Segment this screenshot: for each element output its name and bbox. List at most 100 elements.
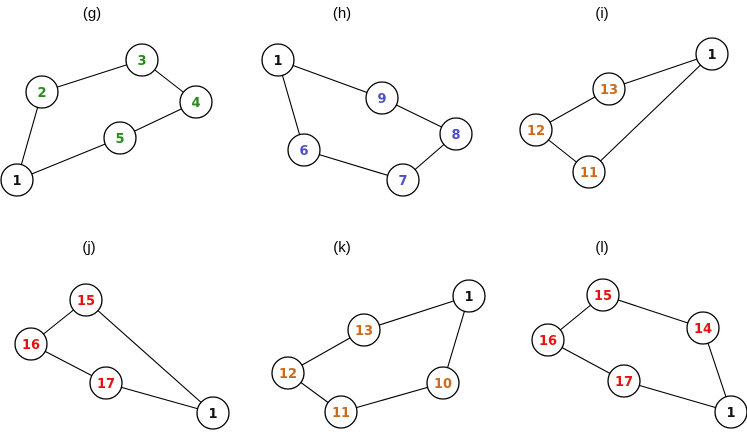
node-label: 17 xyxy=(97,377,115,392)
node-circle xyxy=(69,283,103,317)
graph-node: 8 xyxy=(439,117,473,151)
node-circle xyxy=(439,117,473,151)
node-label: 6 xyxy=(299,144,308,159)
node-circle xyxy=(271,356,305,390)
node-label: 2 xyxy=(37,86,46,101)
graph-node: 17 xyxy=(607,364,641,398)
panel-label: (g) xyxy=(83,5,101,22)
node-label: 1 xyxy=(208,407,217,422)
node-circle xyxy=(686,311,720,345)
graph-edge xyxy=(363,295,470,331)
node-circle xyxy=(586,278,620,312)
graph-node: 6 xyxy=(287,133,321,167)
node-circle xyxy=(452,279,486,313)
node-circle xyxy=(519,113,553,147)
graph-node: 14 xyxy=(686,311,720,345)
node-label: 8 xyxy=(451,128,460,143)
node-label: 5 xyxy=(115,132,124,147)
node-circle xyxy=(261,43,295,77)
node-circle xyxy=(89,366,123,400)
node-label: 15 xyxy=(594,289,612,304)
graph-node: 13 xyxy=(592,72,626,106)
panel-label: (l) xyxy=(595,239,608,256)
node-label: 15 xyxy=(77,294,95,309)
node-label: 13 xyxy=(355,324,373,339)
graph-node: 15 xyxy=(69,283,103,317)
node-label: 10 xyxy=(434,377,452,392)
graph-node: 12 xyxy=(271,356,305,390)
panel-label: (h) xyxy=(333,5,351,22)
node-label: 7 xyxy=(398,174,407,189)
graph-edge xyxy=(277,59,383,99)
node-circle xyxy=(386,163,420,197)
node-circle xyxy=(196,396,230,430)
graph-panel-0: (g) 1 2 3 4 5 xyxy=(0,5,213,197)
graph-node: 16 xyxy=(531,323,565,357)
graph-edge xyxy=(105,382,214,414)
graph-node: 17 xyxy=(89,366,123,400)
node-circle xyxy=(714,395,747,429)
graph-edge xyxy=(340,382,444,413)
node-circle xyxy=(0,163,34,197)
graph-node: 3 xyxy=(125,43,159,77)
node-label: 11 xyxy=(332,406,350,421)
panel-label: (j) xyxy=(82,239,95,256)
node-label: 3 xyxy=(137,54,146,69)
graph-edge xyxy=(85,299,214,414)
node-label: 12 xyxy=(279,367,297,382)
graph-edge xyxy=(41,59,143,93)
node-label: 9 xyxy=(377,92,386,107)
node-circle xyxy=(179,85,213,119)
panel-label: (k) xyxy=(333,239,351,256)
graph-node: 11 xyxy=(324,395,358,429)
node-label: 1 xyxy=(464,290,473,305)
node-label: 1 xyxy=(12,174,21,189)
node-circle xyxy=(426,366,460,400)
node-circle xyxy=(695,37,729,71)
graph-node: 1 xyxy=(261,43,295,77)
node-label: 16 xyxy=(539,334,557,349)
graph-node: 2 xyxy=(25,75,59,109)
node-circle xyxy=(607,364,641,398)
node-circle xyxy=(103,121,137,155)
node-circle xyxy=(365,81,399,115)
graph-edge xyxy=(16,137,121,181)
graph-node: 9 xyxy=(365,81,399,115)
graph-edge xyxy=(608,53,713,90)
node-label: 16 xyxy=(22,338,40,353)
node-label: 17 xyxy=(615,375,633,390)
graph-panel-5: (l) 15 14 1 17 16 xyxy=(531,239,747,429)
node-label: 1 xyxy=(707,48,716,63)
graph-node: 11 xyxy=(572,155,606,189)
graph-node: 1 xyxy=(0,163,34,197)
graph-node: 15 xyxy=(586,278,620,312)
graph-node: 10 xyxy=(426,366,460,400)
graph-edge xyxy=(602,294,704,329)
graph-node: 16 xyxy=(14,327,48,361)
node-circle xyxy=(25,75,59,109)
graph-panel-3: (j) 15 16 17 1 xyxy=(14,239,230,430)
node-label: 4 xyxy=(191,96,200,111)
node-label: 11 xyxy=(580,166,598,181)
node-circle xyxy=(125,43,159,77)
graph-node: 4 xyxy=(179,85,213,119)
node-circle xyxy=(572,155,606,189)
graph-edge xyxy=(623,380,732,413)
graph-node: 1 xyxy=(695,37,729,71)
node-circle xyxy=(14,327,48,361)
graph-node: 1 xyxy=(714,395,747,429)
graph-panel-4: (k) 1 13 12 11 10 xyxy=(271,239,486,429)
graph-edge xyxy=(303,149,404,181)
node-label: 14 xyxy=(694,322,712,337)
node-label: 1 xyxy=(273,54,282,69)
graph-node: 5 xyxy=(103,121,137,155)
graph-node: 7 xyxy=(386,163,420,197)
panel-label: (i) xyxy=(595,5,608,22)
node-label: 12 xyxy=(527,124,545,139)
graph-edge xyxy=(588,53,713,173)
graph-node: 1 xyxy=(196,396,230,430)
graph-panel-2: (i) 1 13 12 11 xyxy=(519,5,729,189)
node-circle xyxy=(592,72,626,106)
graph-node: 12 xyxy=(519,113,553,147)
